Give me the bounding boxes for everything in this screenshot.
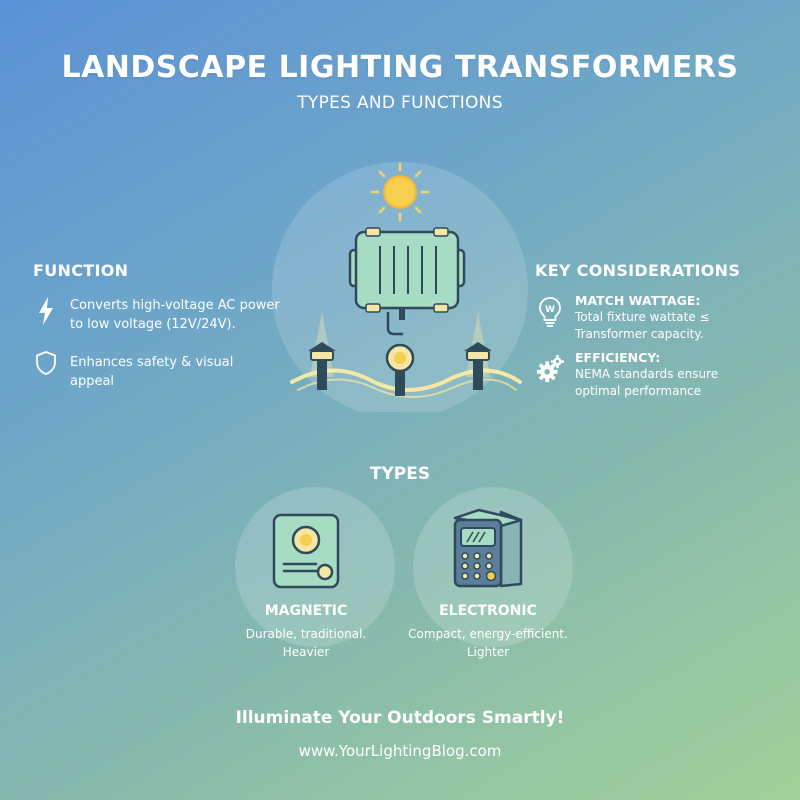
type-title-magnetic: MAGNETIC [264,603,348,619]
electronic-transformer-icon [453,508,523,588]
function-item-text: Converts high-voltage AC power to low vo… [70,298,280,332]
consideration-text: NEMA standards ensure optimal performanc… [575,367,719,398]
svg-text:W: W [545,305,555,315]
consideration-item-efficiency: EFFICIENCY: NEMA standards ensure optima… [536,349,750,400]
gears-icon [536,349,564,385]
lightbulb-watt-icon: W [536,292,564,328]
consideration-item-wattage: W MATCH WATTAGE: Total fixture wattate ≤… [536,292,750,343]
consideration-title: MATCH WATTAGE: [575,293,701,308]
function-item-safety: Enhances safety & visual appeal [34,350,280,391]
consideration-title: EFFICIENCY: [575,350,661,365]
type-desc-electronic-line2: Lighter [466,645,510,659]
tagline: Illuminate Your Outdoors Smartly! [235,708,565,728]
page-title: LANDSCAPE LIGHTING TRANSFORMERS [61,50,739,85]
consideration-text: Total fixture wattate ≤ Transformer capa… [575,310,710,341]
page-subtitle: TYPES AND FUNCTIONS [297,93,503,113]
type-title-electronic: ELECTRONIC [439,603,537,619]
shield-icon [34,350,58,376]
hero-illustration [272,162,528,412]
type-desc-electronic-line1: Compact, energy-efficient. [408,627,568,641]
magnetic-transformer-icon [272,513,340,589]
types-heading: TYPES [369,464,431,484]
transformer-icon [348,227,466,336]
path-light-icon [308,342,336,390]
path-light-icon [464,342,492,390]
function-heading: FUNCTION [33,261,129,280]
sun-icon [370,162,430,222]
key-considerations-heading: KEY CONSIDERATIONS [535,261,741,280]
spot-light-icon [385,343,415,396]
type-desc-magnetic-line2: Heavier [282,645,330,659]
lightning-bolt-icon [34,296,58,326]
website-link[interactable]: www.YourLightingBlog.com [298,742,502,760]
function-item-voltage: Converts high-voltage AC power to low vo… [34,296,280,334]
function-item-text: Enhances safety & visual appeal [70,355,234,389]
type-desc-magnetic-line1: Durable, traditional. [245,627,367,641]
